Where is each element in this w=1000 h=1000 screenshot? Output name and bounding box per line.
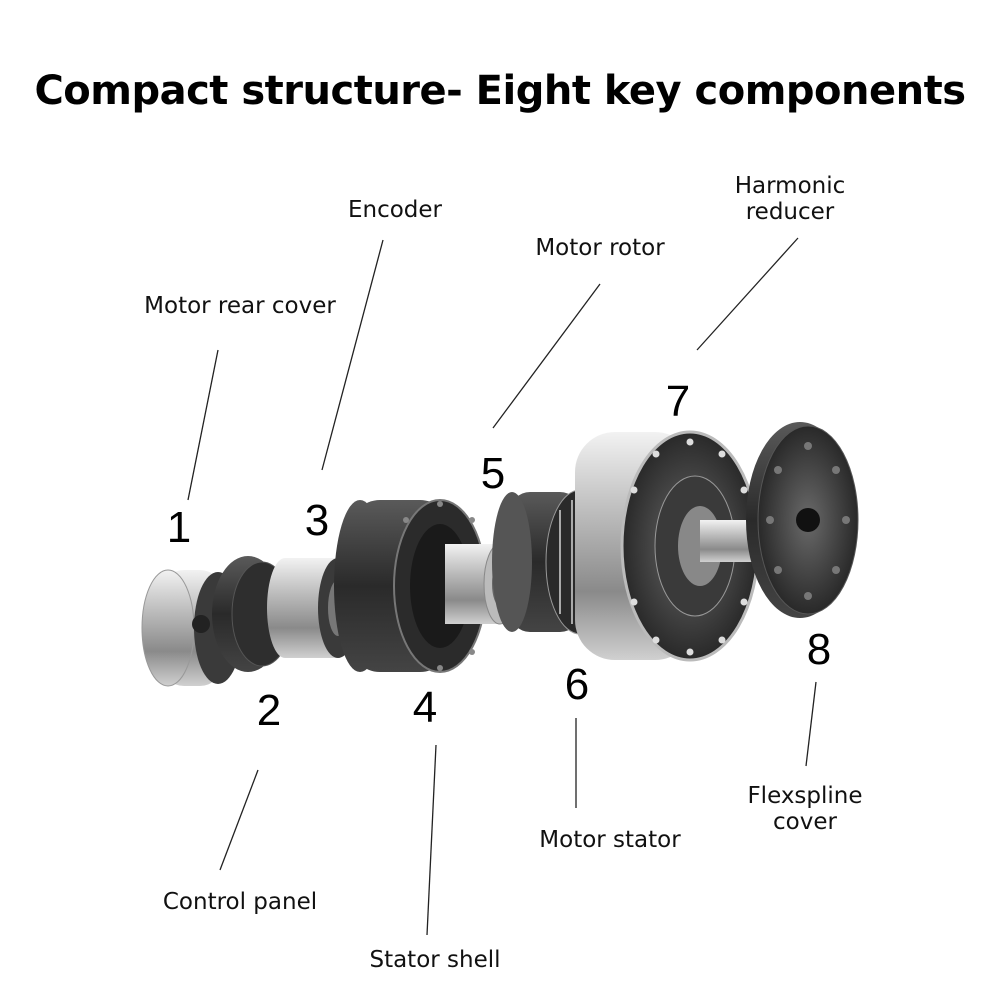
label-motor-rotor: Motor rotor [535, 235, 665, 261]
flexspline-cover-part [746, 422, 859, 618]
label-motor-rear-cover: Motor rear cover [144, 293, 336, 319]
leader-line-1 [187, 349, 219, 501]
page-title: Compact structure- Eight key components [34, 68, 966, 114]
label-encoder: Encoder [347, 197, 443, 223]
motor-stator-part [492, 489, 615, 635]
leader-line-8 [805, 681, 817, 767]
label-motor-stator: Motor stator [539, 827, 681, 853]
component-number-8: 8 [806, 625, 832, 674]
leader-line-4 [426, 744, 437, 936]
component-number-2: 2 [256, 686, 282, 735]
leader-line-3 [321, 239, 384, 471]
label-stator-shell: Stator shell [369, 947, 501, 973]
component-number-3: 3 [304, 496, 330, 545]
label-flexspline-cover: Flexspline cover [747, 783, 863, 835]
leader-line-2 [219, 769, 259, 871]
component-number-6: 6 [564, 660, 590, 709]
label-control-panel: Control panel [162, 889, 318, 915]
leader-lines [187, 237, 817, 936]
leader-line-7 [696, 237, 799, 351]
harmonic-reducer-part [575, 430, 762, 662]
label-harmonic-reducer: Harmonic reducer [734, 173, 846, 225]
component-number-5: 5 [480, 449, 506, 498]
component-number-4: 4 [412, 683, 438, 732]
component-number-1: 1 [166, 503, 192, 552]
component-number-7: 7 [665, 377, 691, 426]
leader-line-5 [492, 283, 601, 429]
